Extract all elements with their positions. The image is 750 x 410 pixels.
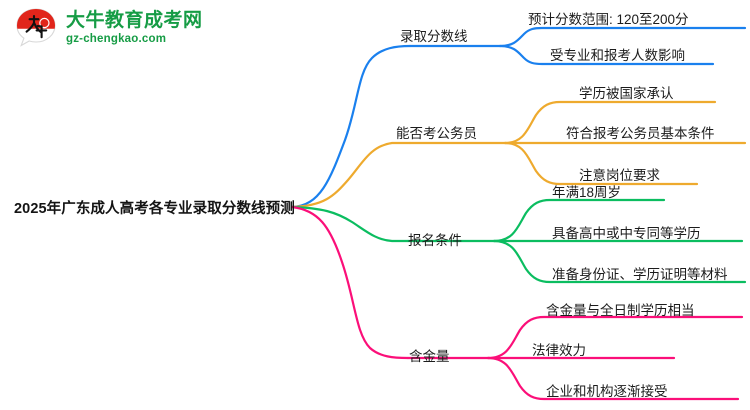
branch-line-1	[290, 44, 412, 209]
leaf-node-3-1[interactable]: 年满18周岁	[552, 185, 622, 200]
logo-subtitle: gz-chengkao.com	[66, 32, 167, 45]
branch-line-3	[290, 205, 410, 243]
branch-node-4[interactable]: 含金量	[409, 349, 450, 364]
leaf-node-2-2[interactable]: 符合报考公务员基本条件	[566, 126, 715, 141]
leaf-node-2-1[interactable]: 学历被国家承认	[579, 86, 674, 101]
leaf-node-1-2[interactable]: 受专业和报考人数影响	[550, 48, 685, 63]
logo-text: 大牛教育成考网 gz-chengkao.com	[66, 11, 203, 46]
leaf-node-4-1[interactable]: 含金量与全日制学历相当	[546, 303, 695, 318]
leaf-node-3-3[interactable]: 准备身份证、学历证明等材料	[552, 267, 728, 282]
leaf-line-4-1	[486, 315, 744, 360]
logo-mark-icon	[14, 6, 58, 50]
site-logo: 大牛教育成考网 gz-chengkao.com	[14, 6, 203, 50]
branch-node-3[interactable]: 报名条件	[408, 233, 462, 248]
leaf-node-1-1[interactable]: 预计分数范围: 120至200分	[528, 12, 689, 27]
branch-node-1[interactable]: 录取分数线	[400, 29, 468, 44]
branch-line-4	[290, 205, 410, 360]
leaf-node-2-3[interactable]: 注意岗位要求	[579, 168, 660, 183]
leaf-node-3-2[interactable]: 具备高中或中专同等学历	[552, 226, 701, 241]
branch-node-2[interactable]: 能否考公务员	[396, 126, 477, 141]
branch-line-2	[290, 141, 412, 209]
logo-title: 大牛教育成考网	[66, 9, 203, 31]
leaf-node-4-2[interactable]: 法律效力	[532, 343, 586, 358]
root-node-title[interactable]: 2025年广东成人高考各专业录取分数线预测	[14, 201, 295, 217]
leaf-node-4-3[interactable]: 企业和机构逐渐接受	[546, 384, 668, 399]
